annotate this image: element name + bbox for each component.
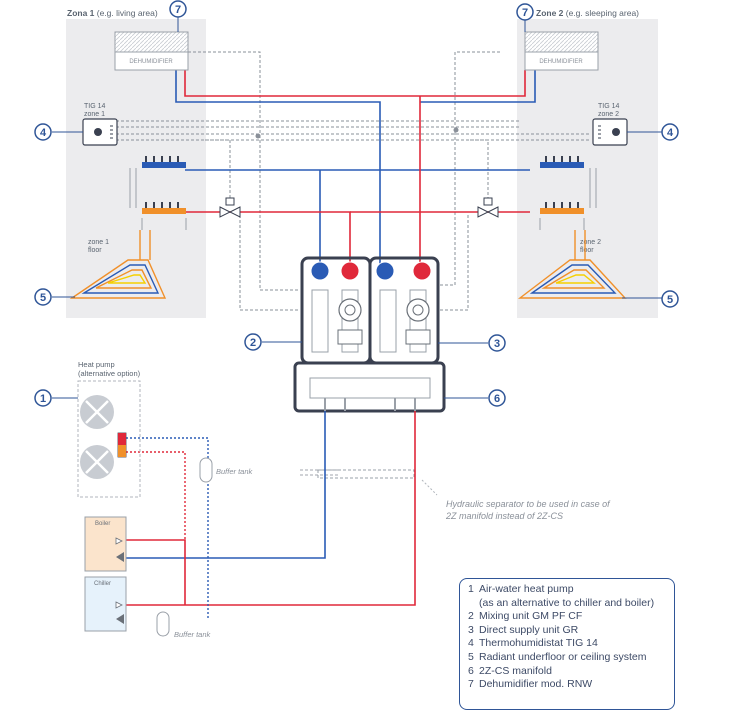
legend-text: Air-water heat pump — [479, 583, 574, 595]
boiler: Boiler — [84, 516, 127, 572]
legend-text: Mixing unit GM PF CF — [479, 610, 583, 623]
zone-2-valve — [477, 197, 499, 218]
legend-item: 3 Direct supply unit GR — [468, 624, 666, 638]
svg-text:4: 4 — [667, 127, 674, 139]
legend-num: 3 — [468, 623, 474, 636]
zone-1-floor-label: zone 1 — [88, 239, 109, 246]
legend-num: 7 — [468, 678, 474, 691]
svg-text:5: 5 — [40, 292, 46, 304]
svg-text:7: 7 — [522, 7, 528, 19]
callout-5-zone-1: 5 — [34, 288, 52, 306]
control-wiring — [116, 51, 590, 476]
svg-text:Boiler: Boiler — [95, 521, 110, 527]
legend-item: (as an alternative to chiller and boiler… — [468, 597, 666, 611]
svg-text:zone 1: zone 1 — [84, 111, 105, 118]
heat-pump-lines — [126, 437, 209, 620]
legend-num: 5 — [468, 650, 474, 663]
direct-supply-unit-gr — [368, 256, 440, 365]
svg-text:TIG 14: TIG 14 — [598, 103, 620, 110]
manifold-zone-1 — [129, 156, 187, 230]
svg-text:3: 3 — [494, 338, 500, 350]
manifold-zone-2 — [539, 156, 597, 230]
svg-text:4: 4 — [40, 127, 47, 139]
callout-4-zone-1: 4 — [34, 123, 52, 141]
separator-note: Hydraulic separator to be used in case o… — [445, 499, 612, 521]
callout-1: 1 — [34, 389, 52, 407]
supply-pipes-upper — [184, 70, 530, 265]
supply-pipes-lower — [126, 411, 416, 606]
legend-item: 2 Mixing unit GM PF CF — [468, 610, 666, 624]
buffer-tank-1: Buffer tank — [199, 457, 254, 483]
dehumidifier-zone-1: DEHUMIDIFIER — [114, 31, 189, 71]
callout-4-zone-2: 4 — [661, 123, 679, 141]
svg-text:(alternative option): (alternative option) — [78, 369, 141, 378]
callout-3: 3 — [488, 334, 506, 352]
legend-item: 1 Air-water heat pump — [468, 583, 666, 597]
legend-text: (as an alternative to chiller and boiler… — [479, 596, 655, 609]
return-pipes-lower — [126, 411, 326, 559]
thermohumidistat-zone-2: TIG 14 zone 2 — [592, 103, 628, 146]
svg-text:1: 1 — [40, 393, 46, 405]
svg-text:2: 2 — [250, 337, 256, 349]
hydraulic-separator — [317, 469, 415, 479]
dehumidifier-zone-2: DEHUMIDIFIER — [524, 31, 599, 71]
buffer-tank-2: Buffer tank — [156, 611, 212, 639]
svg-text:Chiller: Chiller — [94, 581, 111, 587]
radiant-floor-zone-2 — [517, 230, 627, 299]
legend-num: 6 — [468, 664, 474, 677]
chiller: Chiller — [84, 576, 127, 632]
legend-text: Thermohumidistat TIG 14 — [479, 637, 598, 650]
legend-text: 2Z-CS manifold — [479, 664, 552, 677]
legend-num: 1 — [468, 583, 474, 595]
thermohumidistat-zone-1: TIG 14 zone 1 — [82, 103, 118, 146]
svg-text:6: 6 — [494, 393, 500, 405]
legend-num: 4 — [468, 637, 474, 650]
callout-6: 6 — [488, 389, 506, 407]
zone-1-floor-label-2: floor — [88, 247, 102, 254]
callout-5-zone-2: 5 — [661, 290, 679, 308]
legend-box: 1 Air-water heat pump (as an alternative … — [459, 578, 675, 710]
return-pipes-upper — [175, 70, 536, 265]
legend-num: 2 — [468, 610, 474, 623]
zone-1-title: Zona 1 (e.g. living area) — [67, 8, 158, 18]
zone-2-floor-label-2: floor — [580, 247, 594, 254]
zone-1-valve — [219, 197, 241, 218]
zone-2-floor-label: zone 2 — [580, 239, 601, 246]
svg-text:Heat pump: Heat pump — [78, 360, 115, 369]
callout-7-zone-1: 7 — [169, 0, 187, 18]
callout-7-zone-2: 7 — [516, 3, 534, 21]
svg-text:DEHUMIDIFIER: DEHUMIDIFIER — [129, 59, 173, 65]
heat-pump: Heat pump (alternative option) — [77, 360, 141, 498]
svg-text:7: 7 — [175, 4, 181, 16]
svg-text:zone 2: zone 2 — [598, 111, 619, 118]
legend-item: 4 Thermohumidistat TIG 14 — [468, 637, 666, 651]
gauges — [310, 261, 432, 281]
legend-text: Dehumidifier mod. RNW — [479, 678, 593, 691]
radiant-floor-zone-1 — [69, 230, 167, 299]
callout-2: 2 — [244, 333, 262, 351]
zone-2-title: Zone 2 (e.g. sleeping area) — [536, 8, 639, 18]
svg-text:Buffer tank: Buffer tank — [216, 467, 254, 476]
legend-text: Direct supply unit GR — [479, 623, 579, 636]
svg-text:DEHUMIDIFIER: DEHUMIDIFIER — [539, 59, 583, 65]
svg-text:TIG 14: TIG 14 — [84, 103, 106, 110]
legend-item: 7 Dehumidifier mod. RNW — [468, 678, 666, 692]
manifold-2z-cs — [293, 361, 446, 413]
svg-text:Buffer tank: Buffer tank — [174, 630, 212, 639]
legend-item: 5 Radiant underfloor or ceiling system — [468, 651, 666, 665]
svg-text:5: 5 — [667, 294, 673, 306]
legend-text: Radiant underfloor or ceiling system — [479, 650, 647, 663]
legend-item: 6 2Z-CS manifold — [468, 665, 666, 679]
